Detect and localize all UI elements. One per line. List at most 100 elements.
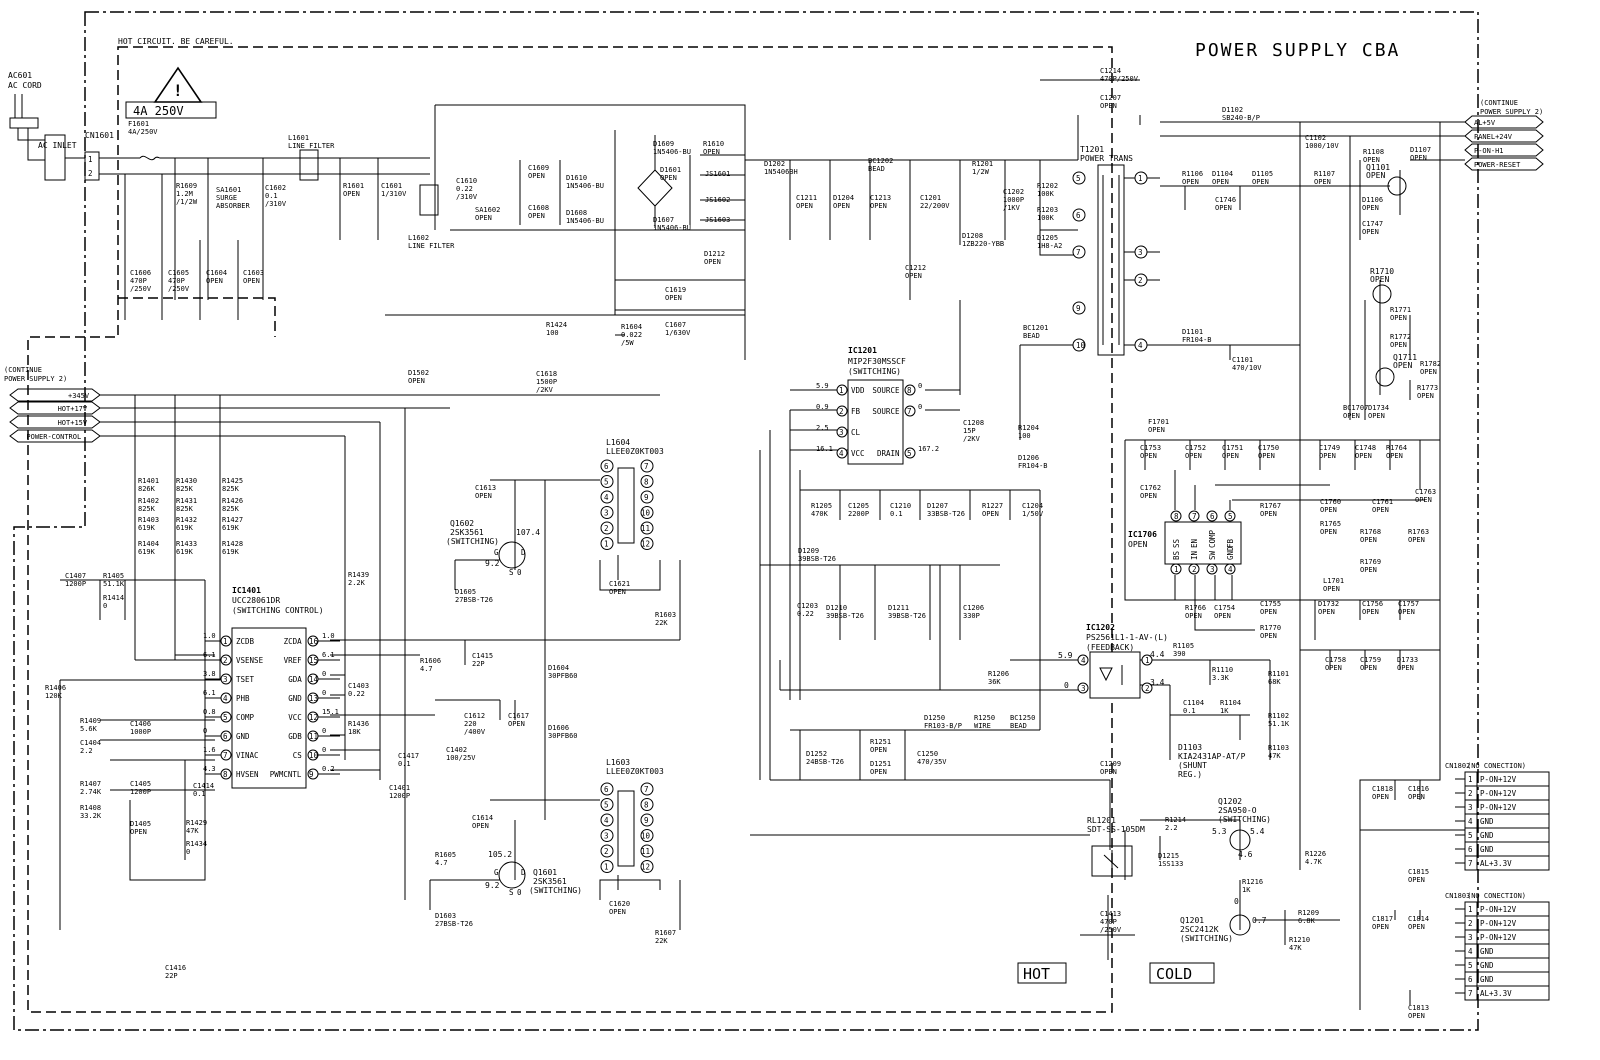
pin-voltage: 16.1 (816, 445, 833, 453)
svg-text:D1103: D1103 (1178, 743, 1202, 752)
component-ref: R1209 (1298, 909, 1319, 917)
component-value: 825K (222, 505, 240, 513)
component-value: OPEN (1372, 506, 1389, 514)
component-ref: C1406 (130, 720, 151, 728)
component-ref: F1701 (1148, 418, 1169, 426)
pin-voltage: 6.1 (322, 651, 335, 659)
component-value: OPEN (1397, 664, 1414, 672)
pin-voltage: 15.1 (322, 708, 339, 716)
ic-pin-number: 7 (907, 407, 912, 416)
transformer-pin-number: 4 (1138, 341, 1143, 350)
component-value: OPEN (703, 148, 720, 156)
component-value: LINE FILTER (408, 242, 455, 250)
component-value: /1/2W (176, 198, 198, 206)
component-value: 6.8K (1298, 917, 1316, 925)
right-port-label: AL+5V (1474, 119, 1496, 127)
connector-pin-number: 6 (1468, 975, 1473, 984)
component-value: 100 (546, 329, 559, 337)
ic-pin-number: 9 (309, 770, 314, 779)
transistor-q1202: Q1202 2SA950-O (SWITCHING) 5.3 5.4 4.6 (1212, 797, 1271, 859)
ic-pin-name: EN (1190, 539, 1199, 548)
connector-pin-number: 2 (1468, 789, 1473, 798)
component-value: FR103-B/P (924, 722, 962, 730)
component-value: 4A/250V (128, 128, 158, 136)
fuse-warning-badge: ! 4A 250V (125, 66, 217, 119)
component-ref: R1425 (222, 477, 243, 485)
component-ref: R1214 (1165, 816, 1186, 824)
connector-pin-label: AL+3.3V (1480, 989, 1512, 998)
component-value: OPEN (1390, 314, 1407, 322)
ic-pin-name: VREF (284, 656, 303, 665)
svg-text:G: G (494, 548, 499, 557)
component-ref: C1619 (665, 286, 686, 294)
component-value: 390 (1173, 650, 1186, 658)
component-ref: D1205 (1037, 234, 1058, 242)
ic-pin-circle (220, 711, 232, 723)
svg-text:0.7: 0.7 (1252, 916, 1267, 925)
pin-voltage: 0 (322, 689, 326, 697)
component-value: LINE FILTER (288, 142, 335, 150)
component-value: 1000P (1003, 196, 1024, 204)
ac-inlet-label: AC INLET (38, 141, 77, 150)
svg-text:LLEE0Z0KT003: LLEE0Z0KT003 (606, 447, 664, 456)
component-ref: C1814 (1408, 915, 1429, 923)
component-value: OPEN (1314, 178, 1331, 186)
coil-pin-number: 11 (641, 847, 650, 856)
component-ref: C1761 (1372, 498, 1393, 506)
component-labels: F16014A/250VR16091.2M/1/2WSA1601SURGEABS… (45, 67, 1441, 1020)
component-ref: D1502 (408, 369, 429, 377)
component-ref: C1763 (1415, 488, 1436, 496)
component-ref: C1754 (1214, 604, 1235, 612)
ic-pin-name: COMP (1208, 529, 1217, 548)
wiring (59, 79, 1465, 1010)
component-ref: C1813 (1408, 1004, 1429, 1012)
ic-pin-circle (220, 749, 232, 761)
svg-text:(SHUNT: (SHUNT (1178, 761, 1207, 770)
svg-text:!: ! (173, 81, 183, 100)
component-value: OPEN (1215, 204, 1232, 212)
svg-text:(SWITCHING): (SWITCHING) (1218, 815, 1271, 824)
component-value: 0.1 (890, 510, 903, 518)
ic-pin-number: 4 (1228, 565, 1233, 574)
ic-pin-number: 15 (309, 656, 318, 665)
component-ref: L1701 (1323, 577, 1344, 585)
component-value: OPEN (1408, 793, 1425, 801)
ic-pin-name: SOURCE (872, 407, 900, 416)
component-value: 2.2K (348, 579, 366, 587)
component-ref: SA1601 (216, 186, 241, 194)
component-ref: BC1707 (1343, 404, 1368, 412)
component-value: OPEN (1260, 510, 1277, 518)
component-value: OPEN (609, 908, 626, 916)
svg-text:5.3: 5.3 (1212, 827, 1227, 836)
ic-pin-circle (1141, 654, 1153, 666)
component-ref: BC1250 (1010, 714, 1035, 722)
connector-pin-label: GND (1480, 817, 1494, 826)
ic-pin-name: PHB (236, 694, 250, 703)
ic-pin-number: 12 (309, 713, 318, 722)
connector-pin-label: AL+3.3V (1480, 859, 1512, 868)
